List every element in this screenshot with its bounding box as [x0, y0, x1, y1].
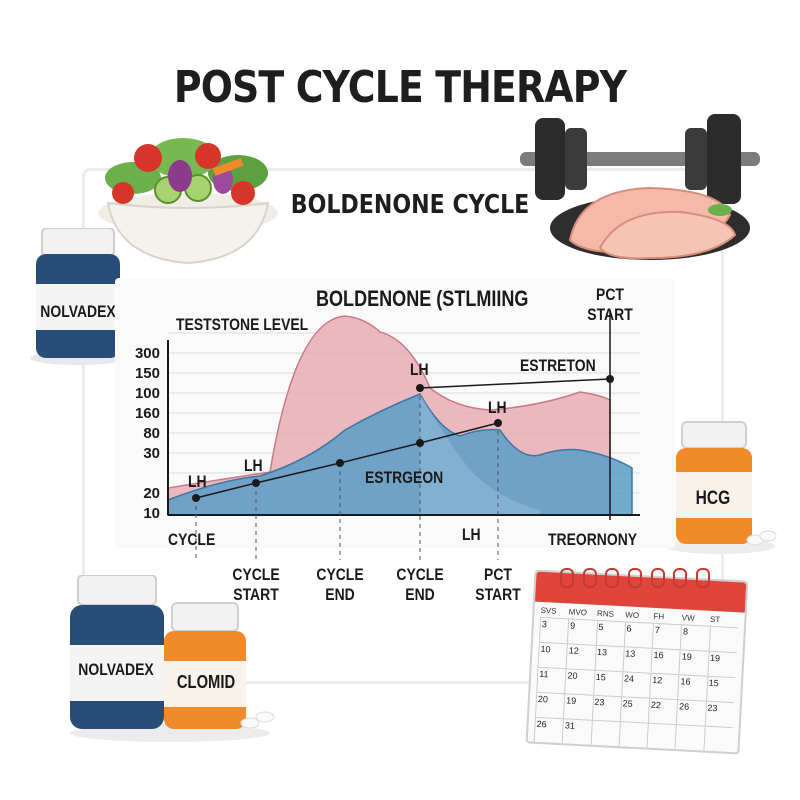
- salad-bowl-icon: [98, 138, 278, 265]
- lh-label-5: LH: [462, 525, 481, 544]
- lh-point: [416, 439, 424, 447]
- estrgeon-label: ESTRGEON: [365, 468, 444, 487]
- pct-start-label-top: PCT START: [585, 285, 634, 325]
- x-label-cycle-end-2: CYCLE END: [395, 565, 444, 605]
- x-label-line: END: [405, 585, 435, 604]
- y-tick: 160: [134, 405, 160, 422]
- pill-bottle-icon: [30, 228, 126, 365]
- estrogen-area: [167, 393, 633, 516]
- lh-label-3: LH: [410, 360, 429, 379]
- pill-bottles-icon: [70, 575, 275, 742]
- page-title: POST CYCLE THERAPY: [173, 62, 627, 113]
- hcg-bottle-icon: [665, 421, 777, 554]
- estreton-point: [606, 375, 614, 383]
- chart-title: BOLDENONE (STLMIING: [316, 286, 529, 311]
- estreton-label: ESTRETON: [520, 356, 596, 375]
- x-label-line: START: [475, 585, 521, 604]
- x-label-line: CYCLE: [396, 565, 444, 584]
- x-label-cycle-end-1: CYCLE END: [315, 565, 364, 605]
- y-tick: 100: [134, 385, 160, 402]
- y-axis-label: TESTSTONE LEVEL: [176, 315, 309, 334]
- chicken-breast-icon: [568, 186, 737, 260]
- y-tick: 150: [134, 365, 160, 382]
- estreton-line: [419, 378, 611, 389]
- y-tick: 10: [143, 505, 160, 522]
- y-tick: 80: [143, 425, 160, 442]
- calendar-rings: [560, 568, 710, 588]
- x-label-line: CYCLE: [232, 565, 280, 584]
- cycle-subtitle: BOLDENONE CYCLE: [290, 190, 530, 220]
- pct-label: PCT: [596, 285, 624, 304]
- x-label-pct-start: PCT START: [473, 565, 522, 605]
- y-tick: 20: [143, 485, 160, 502]
- lh-point: [494, 419, 502, 427]
- x-label-cycle-start: CYCLE START: [231, 565, 280, 605]
- x-label-line: PCT: [484, 565, 512, 584]
- estreton-point: [416, 384, 424, 392]
- y-tick: 300: [134, 345, 160, 362]
- lh-point: [252, 479, 260, 487]
- x-label-line: CYCLE: [316, 565, 364, 584]
- bottle-label-nolvadex-top: NOLVADEX: [40, 302, 116, 321]
- lh-point: [336, 459, 344, 467]
- lh-label-1: LH: [188, 472, 207, 491]
- lh-label-2: LH: [244, 456, 263, 475]
- treornony-label: TREORNONY: [548, 530, 638, 549]
- start-label: START: [587, 305, 633, 324]
- x-label-line: END: [325, 585, 355, 604]
- x-label-line: START: [233, 585, 279, 604]
- bottle-label-clomid: CLOMID: [176, 672, 236, 692]
- bottle-label-nolvadex-bottom: NOLVADEX: [78, 660, 154, 679]
- lh-label-4: LH: [488, 398, 507, 417]
- bottle-label-hcg: HCG: [695, 488, 731, 509]
- y-tick: 30: [143, 445, 160, 462]
- cycle-label: CYCLE: [168, 530, 216, 549]
- lh-point: [192, 494, 200, 502]
